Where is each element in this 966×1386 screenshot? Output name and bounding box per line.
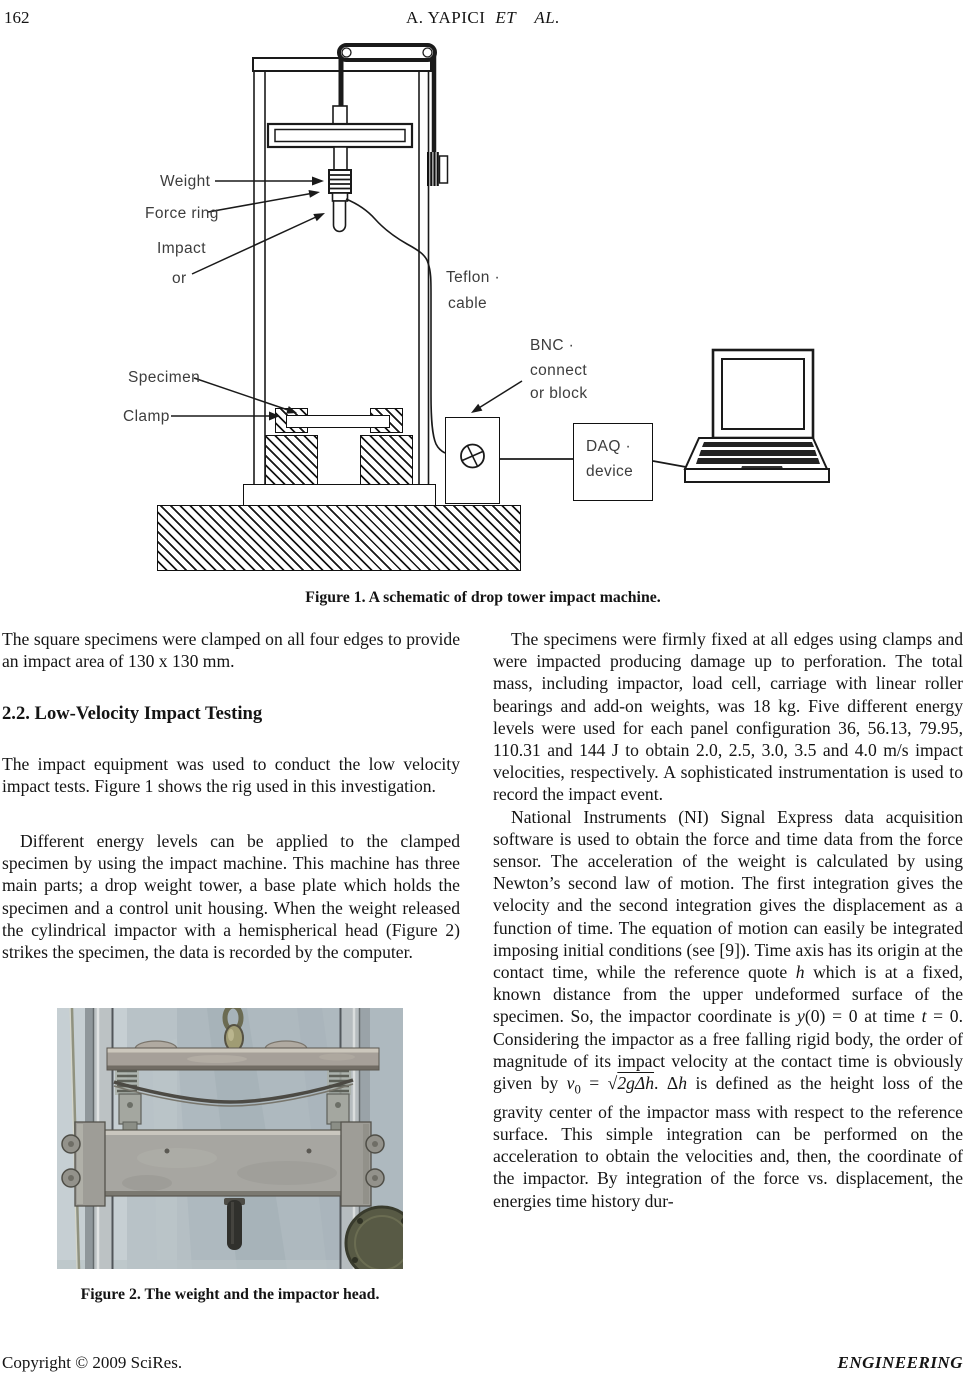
- math-delta-h: h: [678, 1073, 688, 1094]
- carriage-crossbar: [266, 122, 414, 149]
- left-col-para1: The square specimens were clamped on all…: [2, 629, 460, 672]
- math-v: v: [566, 1073, 575, 1094]
- math-h: h: [795, 962, 805, 983]
- weight-block: [328, 169, 352, 194]
- machine-base: [157, 505, 521, 571]
- para2-text: National Instruments (NI) Signal Express…: [493, 806, 963, 983]
- photo-weight-plate: [101, 1129, 345, 1197]
- figure2-photo: [57, 1003, 420, 1281]
- right-col-para1: The specimens were firmly fixed at all e…: [493, 629, 963, 805]
- label-bnc-line3: or block: [530, 385, 587, 402]
- figure1-linework: Weight Force ring Impact or Teflon · cab…: [123, 43, 830, 484]
- photo-impactor-rod: [224, 1198, 245, 1250]
- force-ring: [331, 192, 349, 202]
- para2-text: which is at a fixed, known distance from…: [493, 962, 963, 1027]
- photo-bent-rod: [113, 1078, 354, 1104]
- running-head: A. YAPICI ET AL.: [0, 8, 966, 28]
- section-heading: 2.2. Low-Velocity Impact Testing: [2, 703, 263, 724]
- para2-text: (0) = 0 at time: [804, 1006, 922, 1027]
- laptop: [683, 348, 830, 483]
- label-specimen: Specimen: [128, 369, 200, 386]
- impactor-shaft: [333, 146, 348, 171]
- right-column: The specimens were firmly fixed at all e…: [493, 628, 963, 1212]
- figure1-caption: Figure 1. A schematic of drop tower impa…: [305, 589, 661, 606]
- label-weight: Weight: [160, 173, 211, 190]
- left-col-para3: Different energy levels can be applied t…: [2, 831, 460, 963]
- pulley: [427, 152, 449, 186]
- left-col-para2: The impact equipment was used to conduct…: [2, 754, 460, 797]
- label-teflon-line1: Teflon ·: [446, 269, 500, 286]
- label-impactor-line1: Impact: [157, 240, 206, 257]
- label-teflon-line2: cable: [448, 295, 487, 312]
- photo-top-bar: [106, 1040, 380, 1071]
- math-delta: Δ: [666, 1073, 679, 1094]
- label-impactor-line2: or: [172, 270, 187, 287]
- para2-text: =: [580, 1073, 608, 1094]
- tower-posts: [253, 71, 430, 484]
- daq-label-line2: device: [586, 463, 634, 480]
- figure1-schematic: DAQ · device: [115, 40, 851, 585]
- right-col-para2: National Instruments (NI) Signal Express…: [493, 806, 963, 1212]
- math-v-subscript: 0: [574, 1082, 581, 1097]
- lifting-handle: [337, 43, 437, 62]
- math-t: t: [921, 1006, 927, 1027]
- math-sqrt-sign: √: [607, 1073, 618, 1094]
- math-radicand: 2gΔh: [617, 1073, 655, 1094]
- label-bnc-line2: connect: [530, 362, 587, 379]
- photo-end-caps: [61, 1121, 385, 1207]
- daq-label-line1: DAQ ·: [586, 438, 632, 455]
- footer-journal: ENGINEERING: [837, 1353, 963, 1372]
- label-force-ring: Force ring: [145, 205, 219, 222]
- figure2-caption: Figure 2. The weight and the impactor he…: [80, 1286, 380, 1303]
- para2-text: .: [654, 1073, 667, 1094]
- connector-rod: [332, 105, 348, 126]
- running-head-author: A. YAPICI: [405, 8, 486, 27]
- page-number: 162: [4, 8, 30, 27]
- math-y: y: [797, 1006, 805, 1027]
- label-clamp: Clamp: [123, 408, 170, 425]
- specimen-plate: [286, 415, 390, 428]
- para2-text: = 0. Considering the impactor as a free …: [493, 1006, 963, 1094]
- daq-device-box: DAQ · device: [573, 423, 653, 501]
- label-bnc-line1: BNC ·: [530, 337, 574, 354]
- photo-hook: [222, 1003, 244, 1052]
- figure2-photo-art: [57, 1003, 420, 1281]
- cable-daq-laptop: [652, 460, 687, 468]
- footer-copyright: Copyright © 2009 SciRes.: [2, 1353, 183, 1372]
- figure1-labels: Weight Force ring Impact or Teflon · cab…: [123, 173, 587, 425]
- impactor-tip: [332, 200, 347, 233]
- running-head-etal: ET AL.: [495, 8, 560, 27]
- annotation-arrows: [171, 176, 523, 421]
- teflon-cable-line: [345, 198, 446, 454]
- para2-text: is defined as the height loss of the gra…: [493, 1073, 963, 1211]
- bnc-symbol: [460, 443, 485, 469]
